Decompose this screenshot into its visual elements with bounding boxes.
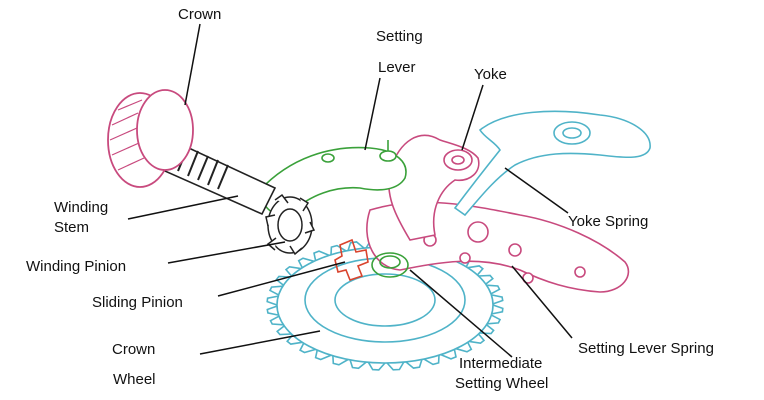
label-winding-stem-line1: Winding [54,199,109,216]
label-setting-lever-line2: Lever [378,59,416,76]
label-intermediate-setting-wheel-line2: Setting Wheel [455,375,549,392]
leader-winding-pinion [167,241,286,264]
sliding-pinion-part [334,238,369,281]
winding-pinion-part [265,193,316,256]
leader-intermediate-setting-wheel [409,269,513,358]
yoke-part [387,134,480,241]
leader-yoke [461,84,484,151]
label-crown-wheel-line2: Wheel [113,371,156,388]
label-crown-wheel-line1: Crown [112,341,156,358]
label-setting-lever-line1: Setting [376,28,423,45]
leader-sliding-pinion [217,261,346,297]
label-intermediate-setting-wheel-line1: Intermediate [459,355,543,372]
label-yoke: Yoke [474,66,507,83]
leader-lines [127,23,573,358]
label-crown: Crown [178,6,222,23]
leader-setting-lever-spring [511,265,573,339]
leader-setting-lever [364,77,381,151]
label-setting-lever-spring: Setting Lever Spring [578,340,714,357]
yoke-spring-part [453,110,651,217]
leader-yoke-spring [504,167,569,214]
label-winding-stem-line2: Stem [54,219,90,236]
leader-crown [184,23,201,106]
crown-part [107,89,194,188]
label-winding-pinion: Winding Pinion [26,258,127,275]
leader-winding-stem [127,195,239,220]
intermediate-setting-wheel-part [371,252,409,278]
label-sliding-pinion: Sliding Pinion [92,294,183,311]
leader-crown-wheel [199,330,321,355]
label-yoke-spring: Yoke Spring [568,213,649,230]
